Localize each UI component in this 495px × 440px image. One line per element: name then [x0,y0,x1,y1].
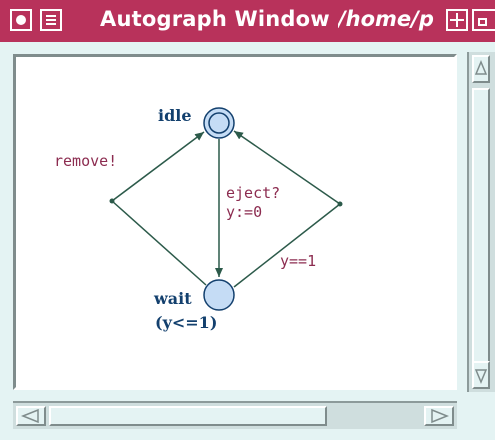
arrow-right-icon[interactable] [424,406,454,426]
location-wait-invariant: (y<=1) [155,313,217,332]
shade-icon[interactable] [40,9,62,31]
location-wait-name: wait [153,289,192,308]
window-title-bar[interactable]: Autograph Window /home/p [0,0,495,42]
edge-nail-right[interactable] [337,201,343,207]
horizontal-scroll-thumb[interactable] [49,406,327,426]
edge-nail-left[interactable] [109,198,115,204]
edge-wait-to-idle-right[interactable] [233,130,343,288]
window-title: Autograph Window [100,7,330,31]
automaton-canvas[interactable]: idle wait (y<=1) remove! eject? y:=0 y==… [13,54,457,390]
iconify-icon[interactable] [472,9,495,31]
vertical-scrollbar[interactable] [467,52,495,392]
window-menu-icon[interactable] [10,9,32,31]
edge-sync-eject: eject? [226,184,280,202]
maximize-icon[interactable] [446,9,468,31]
edge-guard-y: y==1 [280,252,316,270]
edge-update-y: y:=0 [226,203,262,221]
horizontal-scrollbar[interactable] [13,401,457,429]
location-idle-name: idle [158,106,192,125]
arrow-down-icon[interactable] [472,361,490,389]
edge-sync-remove: remove! [54,152,117,170]
window-path: /home/p [338,7,434,31]
location-wait[interactable] [203,279,235,311]
location-idle[interactable] [203,107,235,139]
arrow-up-icon[interactable] [472,55,490,83]
edge-wait-to-idle-left[interactable] [109,131,207,286]
automaton-graph: idle wait (y<=1) remove! eject? y:=0 y==… [54,106,343,332]
vertical-scroll-thumb[interactable] [472,88,490,388]
arrow-left-icon[interactable] [16,406,46,426]
